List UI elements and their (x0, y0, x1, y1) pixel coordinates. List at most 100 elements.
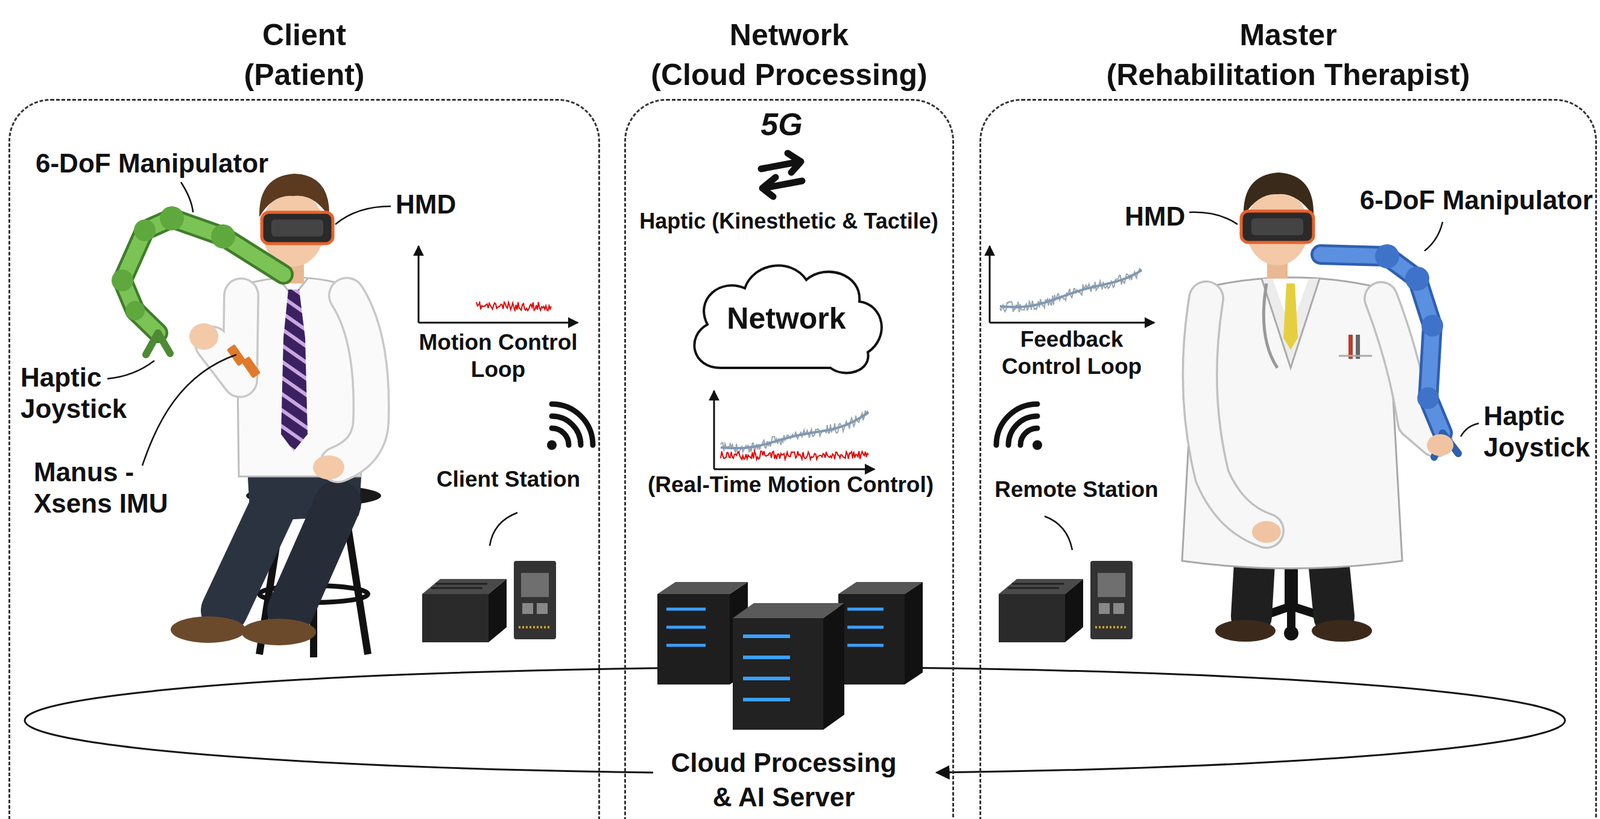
manipulator-arm (1421, 314, 1444, 337)
wireless-icon (551, 416, 581, 446)
callout-label: Feedback Control Loop (990, 325, 1154, 380)
patient-figure (290, 503, 338, 611)
exchange-arrows (787, 153, 801, 173)
manipulator-arm (125, 300, 145, 321)
callout-label: Remote Station (986, 476, 1167, 503)
plot-axis (418, 322, 578, 324)
station-computer (1065, 578, 1084, 643)
leader-line (142, 354, 237, 466)
therapist-figure (1251, 218, 1304, 236)
therapist-figure (1182, 172, 1436, 642)
therapist-figure (1283, 283, 1298, 350)
label-holder: Motion Control Loop (407, 328, 589, 383)
callout-label: Haptic Joystick (1483, 400, 1600, 464)
manipulator-arm (1375, 244, 1400, 269)
manipulator-arm (211, 224, 236, 249)
station-computer (1007, 583, 1064, 589)
label-holder: 6-DoF Manipulator (1359, 183, 1593, 217)
label-holder: 6-DoF Manipulator (35, 146, 269, 180)
leader-line (1189, 212, 1238, 225)
wireless-icon (1020, 428, 1038, 446)
leader-line (1044, 516, 1073, 551)
exchange-arrows (762, 177, 776, 197)
label-holder: Remote Station (986, 476, 1167, 503)
patient-figure (313, 455, 345, 480)
station-computer (488, 578, 507, 643)
plot-axis (417, 246, 420, 323)
label-holder: Client Station (417, 466, 599, 493)
therapist-figure (1252, 521, 1281, 543)
label-holder: HMD (395, 187, 456, 221)
patient-figure (281, 289, 308, 452)
therapist-figure (1243, 172, 1314, 216)
signal-plot (720, 412, 869, 449)
plot-axis (713, 390, 716, 470)
label-holder: Manus - Xsens IMU (33, 456, 179, 520)
therapist-figure (1200, 298, 1267, 531)
patient-figure (259, 173, 330, 218)
label-holder: (Real-Time Motion Control) (639, 471, 942, 499)
wireless-icon (547, 404, 1043, 450)
server-rack (732, 618, 824, 730)
manipulator-arm (1320, 254, 1443, 434)
panel-title: Network (Cloud Processing) (626, 15, 953, 95)
callout-label: 6-DoF Manipulator (35, 146, 269, 180)
manipulator-arm (1320, 254, 1443, 434)
station-computer (422, 594, 489, 643)
station-computer (1090, 560, 1133, 640)
cloud-text-group: Network (726, 300, 846, 337)
exchange-arrows (761, 153, 803, 197)
leader-line (1460, 423, 1479, 437)
label-holder: Haptic Joystick (1483, 400, 1600, 464)
signal-plot (720, 451, 869, 460)
title-line: (Patient) (10, 54, 599, 95)
leader-line (180, 182, 193, 213)
manipulator-arm (1417, 387, 1439, 409)
callout-label: (Real-Time Motion Control) (639, 471, 942, 499)
patient-figure (261, 212, 333, 244)
server-rack (657, 594, 730, 685)
station-computer (1097, 572, 1126, 598)
server-rack (657, 581, 923, 730)
manipulator-arm (1426, 434, 1454, 456)
manipulator-arm (111, 206, 284, 355)
leader-line (489, 512, 518, 546)
manipulator-arm (122, 218, 284, 333)
station-computer (1095, 626, 1128, 629)
server-rack (666, 609, 706, 646)
callout-label: Motion Control Loop (407, 328, 589, 383)
callout-label: HMD (395, 187, 456, 221)
title-line: (Rehabilitation Therapist) (981, 54, 1596, 95)
callout-label: Manus - Xsens IMU (33, 456, 179, 520)
therapist-figure (1283, 626, 1299, 641)
signal-plot (999, 270, 1142, 307)
server-rack (904, 581, 923, 685)
patient-figure (241, 355, 262, 379)
wireless-icon (547, 440, 557, 450)
label-holder: HMD (1124, 199, 1186, 233)
label-holder: Cloud Processing & AI Server (664, 745, 903, 815)
therapist-figure (1241, 211, 1314, 243)
cloud-node: Network (683, 252, 890, 385)
station-computer (521, 572, 549, 598)
manipulator-arm (122, 218, 284, 333)
manipulator-arm (133, 219, 156, 242)
patient-figure (170, 616, 246, 643)
title-line: Client (262, 18, 347, 52)
manipulator-arm (159, 206, 184, 231)
panel-title: Client (Patient) (10, 15, 599, 95)
leader-line (1424, 221, 1443, 251)
manipulator-arm (145, 332, 171, 355)
callout-label: Haptic (Kinesthetic & Tactile) (629, 208, 949, 235)
therapist-figure (1261, 278, 1320, 368)
leader-line (107, 182, 1479, 551)
patient-figure (224, 503, 275, 611)
callout-label: HMD (1124, 199, 1186, 233)
therapist-figure (1338, 355, 1373, 358)
therapist-figure (1263, 283, 1278, 368)
signal-plot (999, 268, 1142, 312)
label-holder: 5G (721, 105, 842, 143)
therapist-figure (1311, 619, 1373, 642)
title-line: (Cloud Processing) (626, 54, 953, 95)
server-rack (823, 603, 845, 730)
